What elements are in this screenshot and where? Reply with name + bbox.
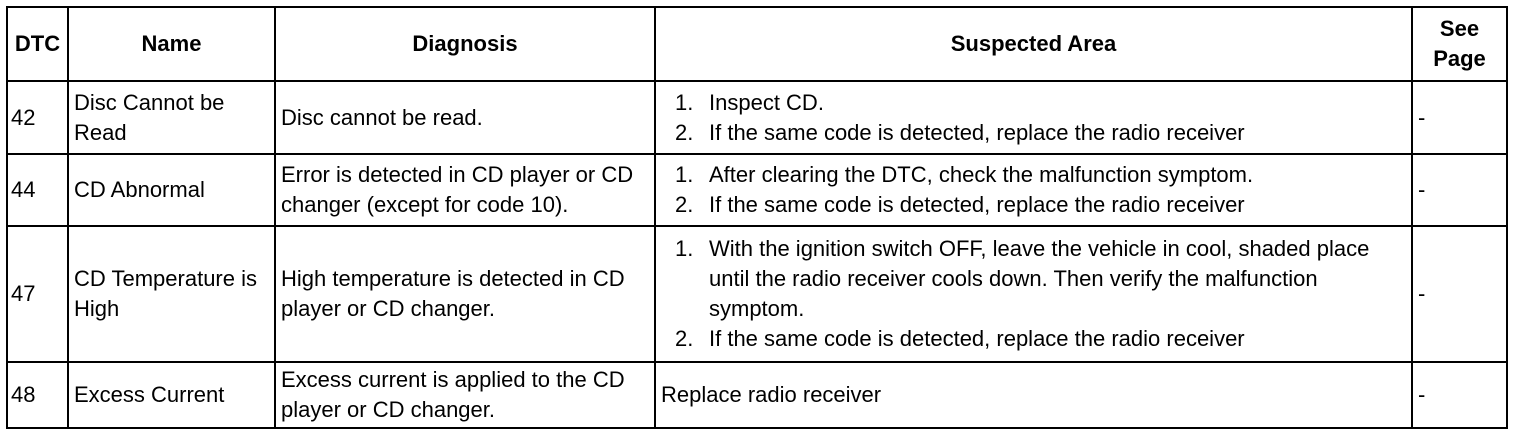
step-text: If the same code is detected, replace th… — [709, 192, 1245, 217]
header-diagnosis: Diagnosis — [274, 6, 656, 82]
step-item: 2. If the same code is detected, replace … — [661, 118, 1406, 148]
dtc-table: DTC Name Diagnosis Suspected Area See Pa… — [6, 6, 1508, 429]
header-row: DTC Name Diagnosis Suspected Area See Pa… — [6, 6, 1508, 82]
step-text: If the same code is detected, replace th… — [709, 119, 1245, 145]
steps-list: 1. After clearing the DTC, check the malf… — [661, 160, 1406, 220]
step-item: 1. Inspect CD. — [661, 88, 1406, 118]
table-row: 47 CD Temperature is High High temperatu… — [6, 225, 1508, 363]
header-name: Name — [67, 6, 276, 82]
dtc-see-page: - — [1411, 153, 1508, 227]
step-item: 2. If the same code is detected, replace … — [661, 324, 1406, 354]
header-see-page-line2: Page — [1433, 46, 1486, 71]
step-number: 2. — [675, 119, 694, 145]
table-row: 48 Excess Current Excess current is appl… — [6, 361, 1508, 429]
step-number: 1. — [675, 162, 694, 187]
dtc-suspected-area: 1. Inspect CD. 2. If the same code is dete… — [654, 80, 1413, 155]
step-number: 2. — [675, 326, 694, 351]
header-suspected-area: Suspected Area — [654, 6, 1413, 82]
dtc-see-page: - — [1411, 80, 1508, 155]
dtc-diagnosis: High temperature is detected in CD playe… — [274, 225, 656, 363]
dtc-code: 48 — [6, 361, 69, 429]
dtc-name: Disc Cannot be Read — [67, 80, 276, 155]
dtc-diagnosis: Error is detected in CD player or CD cha… — [274, 153, 656, 227]
step-number: 1. — [675, 89, 694, 115]
dtc-see-page: - — [1411, 361, 1508, 429]
table-row: 42 Disc Cannot be Read Disc cannot be re… — [6, 80, 1508, 155]
dtc-name: CD Temperature is High — [67, 225, 276, 363]
steps-list: 1. Inspect CD. 2. If the same code is dete… — [661, 88, 1406, 148]
dtc-see-page: - — [1411, 225, 1508, 363]
dtc-code: 42 — [6, 80, 69, 155]
dtc-diagnosis: Disc cannot be read. — [274, 80, 656, 155]
step-text: Inspect CD. — [709, 89, 824, 115]
header-dtc: DTC — [6, 6, 69, 82]
dtc-code: 47 — [6, 225, 69, 363]
step-text: With the ignition switch OFF, leave the … — [709, 236, 1370, 321]
dtc-code: 44 — [6, 153, 69, 227]
header-see-page: See Page — [1411, 6, 1508, 82]
step-item: 1. After clearing the DTC, check the malf… — [661, 160, 1406, 190]
dtc-name: CD Abnormal — [67, 153, 276, 227]
dtc-suspected-area: 1. After clearing the DTC, check the malf… — [654, 153, 1413, 227]
header-see-page-line1: See — [1439, 16, 1480, 41]
step-item: 1. With the ignition switch OFF, leave th… — [661, 234, 1406, 324]
step-item: 2. If the same code is detected, replace … — [661, 190, 1406, 220]
step-number: 1. — [675, 236, 694, 261]
step-text: After clearing the DTC, check the malfun… — [709, 162, 1254, 187]
steps-list: 1. With the ignition switch OFF, leave th… — [661, 234, 1406, 354]
dtc-suspected-area: 1. With the ignition switch OFF, leave th… — [654, 225, 1413, 363]
dtc-suspected-area: Replace radio receiver — [654, 361, 1413, 429]
step-number: 2. — [675, 192, 694, 217]
dtc-diagnosis: Excess current is applied to the CD play… — [274, 361, 656, 429]
step-text: If the same code is detected, replace th… — [709, 326, 1245, 351]
dtc-name: Excess Current — [67, 361, 276, 429]
table-row: 44 CD Abnormal Error is detected in CD p… — [6, 153, 1508, 227]
